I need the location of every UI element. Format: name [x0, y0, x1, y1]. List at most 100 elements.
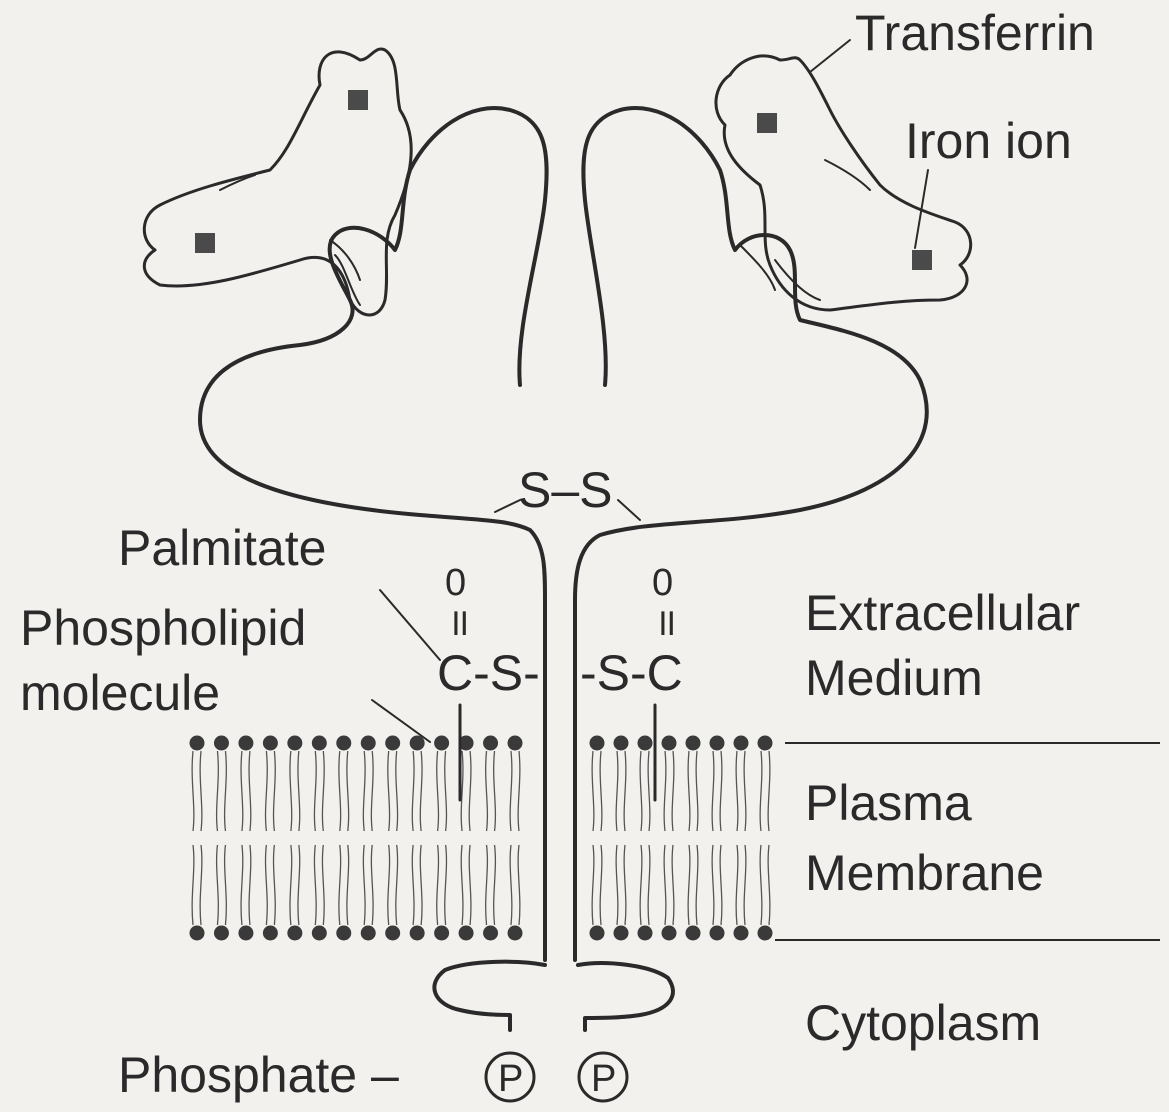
phosphate-symbol-right: P: [579, 1053, 627, 1101]
phospholipid-tail: [445, 845, 447, 925]
phospholipid-tail: [298, 845, 300, 925]
phospholipid-tail: [736, 845, 738, 925]
phospholipid-head: [508, 736, 523, 751]
phospholipid-head: [287, 926, 302, 941]
phospholipid-tail: [518, 845, 520, 925]
phospholipid-head: [590, 926, 605, 941]
phospholipid-head: [758, 736, 773, 751]
phospholipid-head: [434, 736, 449, 751]
transferrin-right: [716, 56, 971, 310]
phospholipid-tail: [225, 751, 227, 831]
phospholipid-tail: [420, 845, 422, 925]
phospholipid-tail: [494, 845, 496, 925]
phospholipid-head: [238, 926, 253, 941]
phospholipid-head: [508, 926, 523, 941]
svg-text:P: P: [498, 1058, 523, 1100]
phospholipid-head: [638, 926, 653, 941]
iron-ion-label: Iron ion: [905, 113, 1072, 169]
phospholipid-tail: [736, 751, 738, 831]
phospholipid-tail: [388, 845, 390, 925]
plasma-membrane-label-line2: Membrane: [805, 845, 1044, 901]
phospholipid-tail: [437, 845, 439, 925]
phospholipid-tail: [640, 845, 642, 925]
phospholipid-tail: [347, 845, 349, 925]
phospholipid-head: [459, 926, 474, 941]
phospholipid-head: [312, 736, 327, 751]
phospholipid-tail: [241, 845, 243, 925]
phospholipid-tail: [461, 845, 463, 925]
phospholipid-tail: [339, 845, 341, 925]
phospholipid-tail: [696, 845, 698, 925]
phospholipid-head: [361, 926, 376, 941]
phospholipid-tail: [192, 845, 194, 925]
phospholipid-tail: [616, 751, 618, 831]
phospholipid-head: [263, 926, 278, 941]
phospholipid-label-line1: Phospholipid: [20, 600, 306, 656]
phospholipid-tail: [744, 845, 746, 925]
phospholipid-tail: [363, 845, 365, 925]
phospholipid-tail: [388, 751, 390, 831]
phospholipid-tail: [322, 751, 324, 831]
phospholipid-tail: [648, 845, 650, 925]
phospholipid-head: [590, 736, 605, 751]
phospholipid-head: [190, 736, 205, 751]
phospholipid-tail: [664, 751, 666, 831]
double-bond-left: ॥: [447, 602, 470, 644]
iron-ion-marker: [912, 250, 932, 270]
phospholipid-tail: [396, 751, 398, 831]
phospholipid-tail: [322, 845, 324, 925]
phospholipid-tail: [200, 751, 202, 831]
phospholipid-tail: [200, 845, 202, 925]
phospholipid-head: [214, 926, 229, 941]
phospholipid-tail: [664, 845, 666, 925]
phospholipid-tail: [363, 751, 365, 831]
disulfide-label: S–S: [518, 462, 613, 518]
phospholipid-tail: [290, 845, 292, 925]
phospholipid-tail: [314, 751, 316, 831]
receptor-outline: [575, 108, 927, 960]
phospholipid-head: [434, 926, 449, 941]
thioester-right: -S-C: [580, 645, 683, 701]
phospholipid-head: [263, 736, 278, 751]
phospholipid-tail: [469, 845, 471, 925]
transferrin-leader: [810, 40, 850, 72]
iron-ion-marker: [195, 233, 215, 253]
cytoplasmic-tail-left: [434, 962, 545, 1030]
phospholipid-tail: [720, 845, 722, 925]
phospholipid-leader: [372, 700, 430, 742]
phospholipid-tail: [266, 751, 268, 831]
phospholipid-tail: [217, 845, 219, 925]
svg-text:P: P: [591, 1058, 616, 1100]
phospholipid-head: [312, 926, 327, 941]
phospholipid-head: [710, 736, 725, 751]
phospholipid-tail: [249, 751, 251, 831]
phospholipid-tail: [510, 751, 512, 831]
phospholipid-head: [614, 926, 629, 941]
phospholipid-tail: [274, 845, 276, 925]
phospholipid-head: [214, 736, 229, 751]
phospholipid-tail: [760, 845, 762, 925]
phospholipid-tail: [412, 751, 414, 831]
phospholipid-head: [410, 926, 425, 941]
phospholipid-tail: [347, 751, 349, 831]
phospholipid-tail: [249, 845, 251, 925]
phospholipid-tail: [624, 845, 626, 925]
phospholipid-tail: [696, 751, 698, 831]
phospholipid-tail: [217, 751, 219, 831]
palmitate-leader: [380, 590, 440, 660]
phospholipid-head: [336, 736, 351, 751]
phospholipid-tail: [672, 751, 674, 831]
phospholipid-tail: [688, 751, 690, 831]
phospholipid-tail: [616, 845, 618, 925]
membrane-bilayer-left: [190, 736, 523, 941]
transferrin-label: Transferrin: [855, 5, 1095, 61]
phospholipid-tail: [712, 751, 714, 831]
phospholipid-head: [238, 736, 253, 751]
phospholipid-head: [758, 926, 773, 941]
phospholipid-tail: [290, 751, 292, 831]
phospholipid-head: [410, 736, 425, 751]
phospholipid-tail: [469, 751, 471, 831]
phospholipid-tail: [720, 751, 722, 831]
phospholipid-tail: [712, 845, 714, 925]
phospholipid-tail: [688, 845, 690, 925]
